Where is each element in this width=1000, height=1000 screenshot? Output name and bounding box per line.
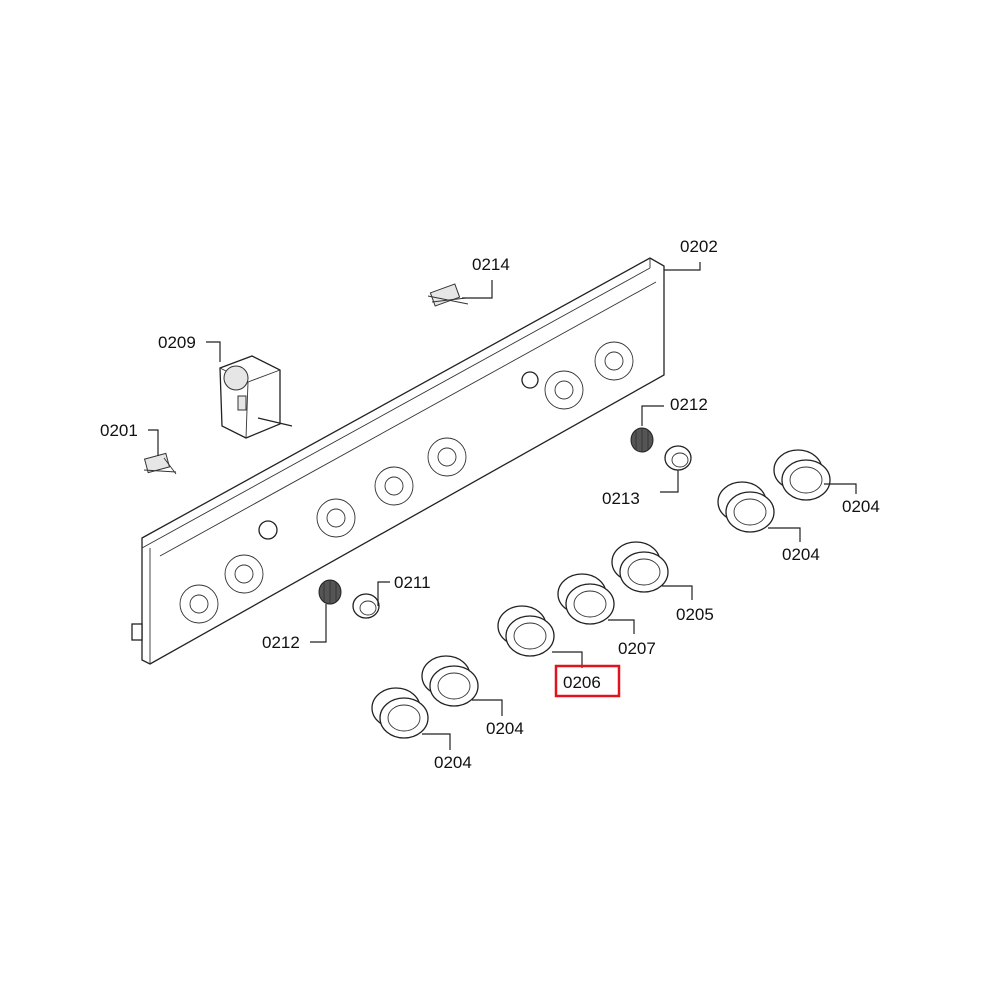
- knob-0204-upper-left-part: [717, 481, 775, 533]
- callout-0209: 0209: [158, 333, 196, 352]
- knob-0204-lower-right-part: [421, 655, 479, 707]
- callout-0202: 0202: [680, 237, 718, 256]
- callout-0213: 0213: [602, 489, 640, 508]
- knob-0207-part: [557, 573, 615, 625]
- switch-0209-part: [219, 355, 293, 439]
- callout-0207: 0207: [618, 639, 656, 658]
- button-0211-part: [352, 593, 380, 619]
- callout-0206: 0206: [563, 673, 601, 692]
- callout-0205: 0205: [676, 605, 714, 624]
- knob-0205-part: [611, 541, 669, 593]
- knob-adapter-0212-upper-part: [630, 427, 654, 453]
- control-panel-part: [131, 257, 665, 665]
- callout-0204-b: 0204: [782, 545, 820, 564]
- button-0213-part: [664, 445, 692, 471]
- terminal-0201-part: [143, 452, 177, 475]
- callout-0214: 0214: [472, 255, 510, 274]
- knob-0206-part: [497, 605, 555, 657]
- knob-0204-upper-right-part: [773, 449, 831, 501]
- callout-0206-highlight-box: [554, 664, 621, 698]
- knob-0204-lower-left-part: [371, 687, 429, 739]
- callout-0204-c: 0204: [486, 719, 524, 738]
- callout-0211: 0211: [394, 573, 431, 592]
- callout-0201: 0201: [100, 421, 138, 440]
- connector-0214-part: [427, 283, 469, 307]
- callout-0204-a: 0204: [842, 497, 880, 516]
- callout-0204-d: 0204: [434, 753, 472, 772]
- leader-lines: [148, 262, 857, 750]
- callout-0212-lower: 0212: [262, 633, 300, 652]
- knob-adapter-0212-lower-part: [318, 579, 342, 605]
- callout-0212-upper: 0212: [670, 395, 708, 414]
